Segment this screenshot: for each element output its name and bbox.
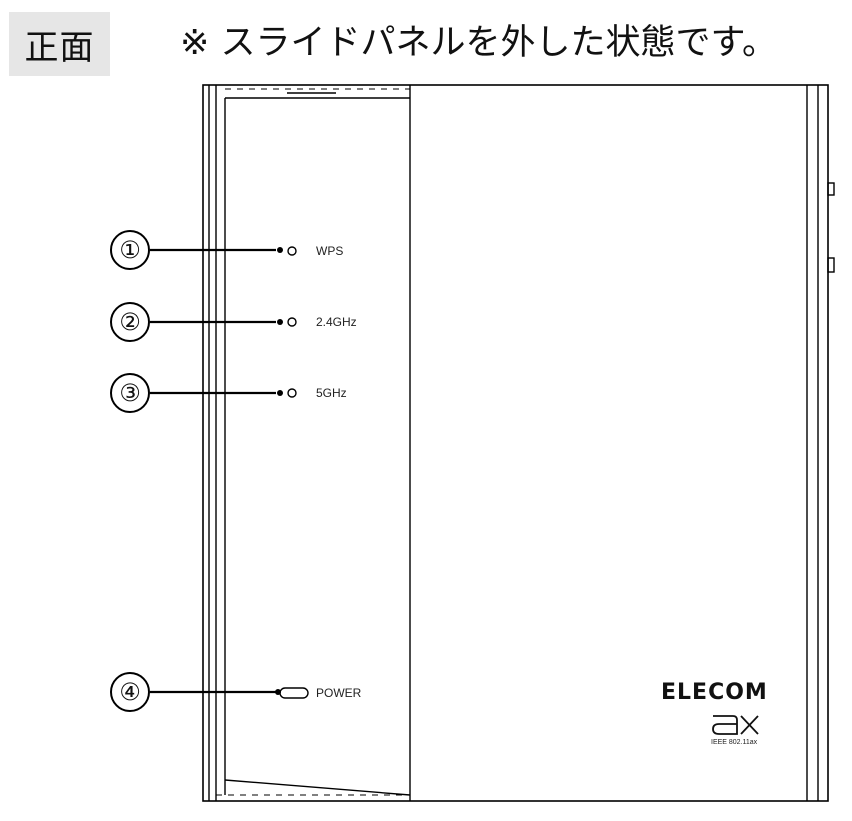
5ghz-label: 5GHz (316, 386, 347, 400)
brand-logo: ELECOM (661, 680, 768, 705)
view-badge-label: 正面 (24, 27, 95, 68)
callout-leaders (150, 248, 276, 694)
callout-3-marker: ③ (110, 373, 150, 413)
wifi-standard-label: IEEE 802.11ax (711, 739, 758, 746)
power-label: POWER (316, 686, 362, 700)
view-badge: 正面 (9, 12, 110, 76)
power-led (279, 687, 309, 699)
ax-logo (712, 715, 759, 735)
led-indicators (279, 246, 309, 699)
wps-led (287, 246, 297, 256)
callout-4-marker: ④ (110, 672, 150, 712)
wps-label: WPS (316, 244, 344, 258)
5ghz-led (287, 388, 297, 398)
page-title: ※ スライドパネルを外した状態です。 (180, 23, 777, 63)
callout-2-marker: ② (110, 302, 150, 342)
router-body (202, 84, 835, 802)
callout-dots (275, 247, 283, 695)
callout-1-marker: ① (110, 230, 150, 270)
24ghz-label: 2.4GHz (316, 315, 357, 329)
24ghz-led (287, 317, 297, 327)
